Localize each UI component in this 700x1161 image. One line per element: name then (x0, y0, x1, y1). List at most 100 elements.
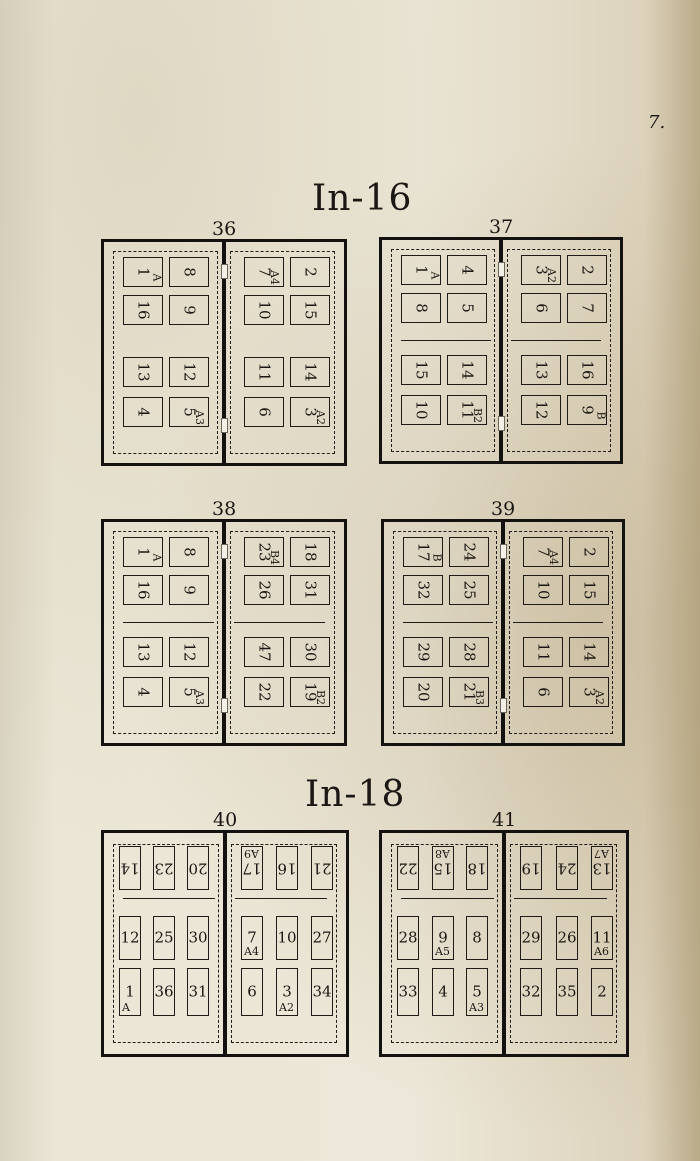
page-cell: 11 (523, 637, 563, 667)
margin-dashes-right (507, 249, 611, 452)
page-cell: 16 (567, 355, 607, 385)
page-cell: 22 (397, 846, 419, 890)
forme-left-half (379, 237, 501, 464)
page-cell: 4 (123, 397, 163, 427)
page-cell: 36 (153, 968, 175, 1016)
gutter-clip (498, 416, 505, 431)
fold-line (403, 622, 493, 623)
page-cell: 4 (432, 968, 454, 1016)
figure-number: 39 (491, 498, 516, 520)
page-cell-number: 2 (578, 265, 597, 275)
page-cell: 29 (403, 637, 443, 667)
page-cell-number: 30 (301, 642, 320, 662)
figure-number: 36 (212, 218, 237, 240)
page-cell-number: 15 (433, 859, 453, 878)
page-cell-number: 2 (301, 267, 320, 277)
page-cell-number: 7 (578, 303, 597, 313)
page-cell-number: 10 (277, 928, 297, 947)
page-cell-number: 36 (154, 982, 174, 1001)
margin-dashes-right (230, 251, 335, 454)
page-cell: 16 (276, 846, 298, 890)
page-cell: 8 (169, 537, 209, 567)
page-cell: 8 (169, 257, 209, 287)
page-cell-number: 8 (180, 267, 199, 277)
page-cell-number: 12 (180, 642, 199, 662)
page-cell-number: 15 (412, 360, 431, 380)
page-cell-number: 16 (578, 360, 597, 380)
page-cell: 8 (401, 293, 441, 323)
page-number: 7. (648, 112, 666, 133)
page-cell-number: 13 (134, 642, 153, 662)
forme-right-half (501, 237, 623, 464)
page-cell-number: 7 (247, 928, 257, 947)
page-cell-number: 8 (180, 547, 199, 557)
gutter-clip (221, 418, 228, 433)
page-cell-number: 15 (301, 300, 320, 320)
page-cell-number: 2 (597, 982, 607, 1001)
signature-mark: B (594, 411, 607, 420)
fold-line (401, 340, 491, 341)
signature-mark: A (150, 553, 163, 562)
page-cell-number: 14 (301, 362, 320, 382)
page-cell: 13 (123, 637, 163, 667)
page-cell: 8 (466, 916, 488, 960)
page-cell-number: 9 (438, 928, 448, 947)
page-cell: 15 (569, 575, 609, 605)
page-cell-number: 5 (472, 982, 482, 1001)
signature-mark: B4 (267, 549, 281, 566)
page-cell-number: 12 (532, 400, 551, 420)
page-cell: 10 (523, 575, 563, 605)
page-cell: 14 (119, 846, 141, 890)
fold-line (511, 340, 601, 341)
signature-mark: B2 (470, 407, 484, 424)
page-cell-number: 32 (414, 580, 433, 600)
page-cell-number: 16 (277, 859, 297, 878)
page-cell: 24 (556, 846, 578, 890)
section-title-in-16: In-16 (312, 178, 413, 219)
forme-left-half (381, 519, 503, 746)
forme-left-half (379, 830, 504, 1057)
page-cell-number: 30 (188, 928, 208, 947)
page-cell: 26 (556, 916, 578, 960)
page-cell: 21 (311, 846, 333, 890)
page-cell-number: 29 (521, 928, 541, 947)
signature-mark: A3 (469, 1001, 484, 1014)
page-cell: 15 (290, 295, 330, 325)
page-cell-number: 20 (188, 859, 208, 878)
fold-line (123, 898, 215, 899)
page-cell-number: 31 (301, 580, 320, 600)
page-cell: 18 (466, 846, 488, 890)
page-cell-number: 10 (534, 580, 553, 600)
page-cell: 2 (591, 968, 613, 1016)
page-cell: 9 (169, 575, 209, 605)
page-cell: 16 (123, 575, 163, 605)
page-cell: 14 (290, 357, 330, 387)
page-cell: 34 (311, 968, 333, 1016)
page-cell-number: 10 (255, 300, 274, 320)
page-cell-number: 10 (412, 400, 431, 420)
forme-left-half (101, 519, 224, 746)
page-cell-number: 6 (255, 407, 274, 417)
page-cell-number: 4 (134, 407, 153, 417)
page-cell-number: 4 (134, 687, 153, 697)
page-cell: 5 (447, 293, 487, 323)
page-cell: 10 (401, 395, 441, 425)
signature-mark: A (428, 271, 441, 280)
page-cell: 2 (569, 537, 609, 567)
page-cell: 15 (401, 355, 441, 385)
page-cell-number: 4 (438, 982, 448, 1001)
page-cell: 7 (567, 293, 607, 323)
page-cell: 35 (556, 968, 578, 1016)
